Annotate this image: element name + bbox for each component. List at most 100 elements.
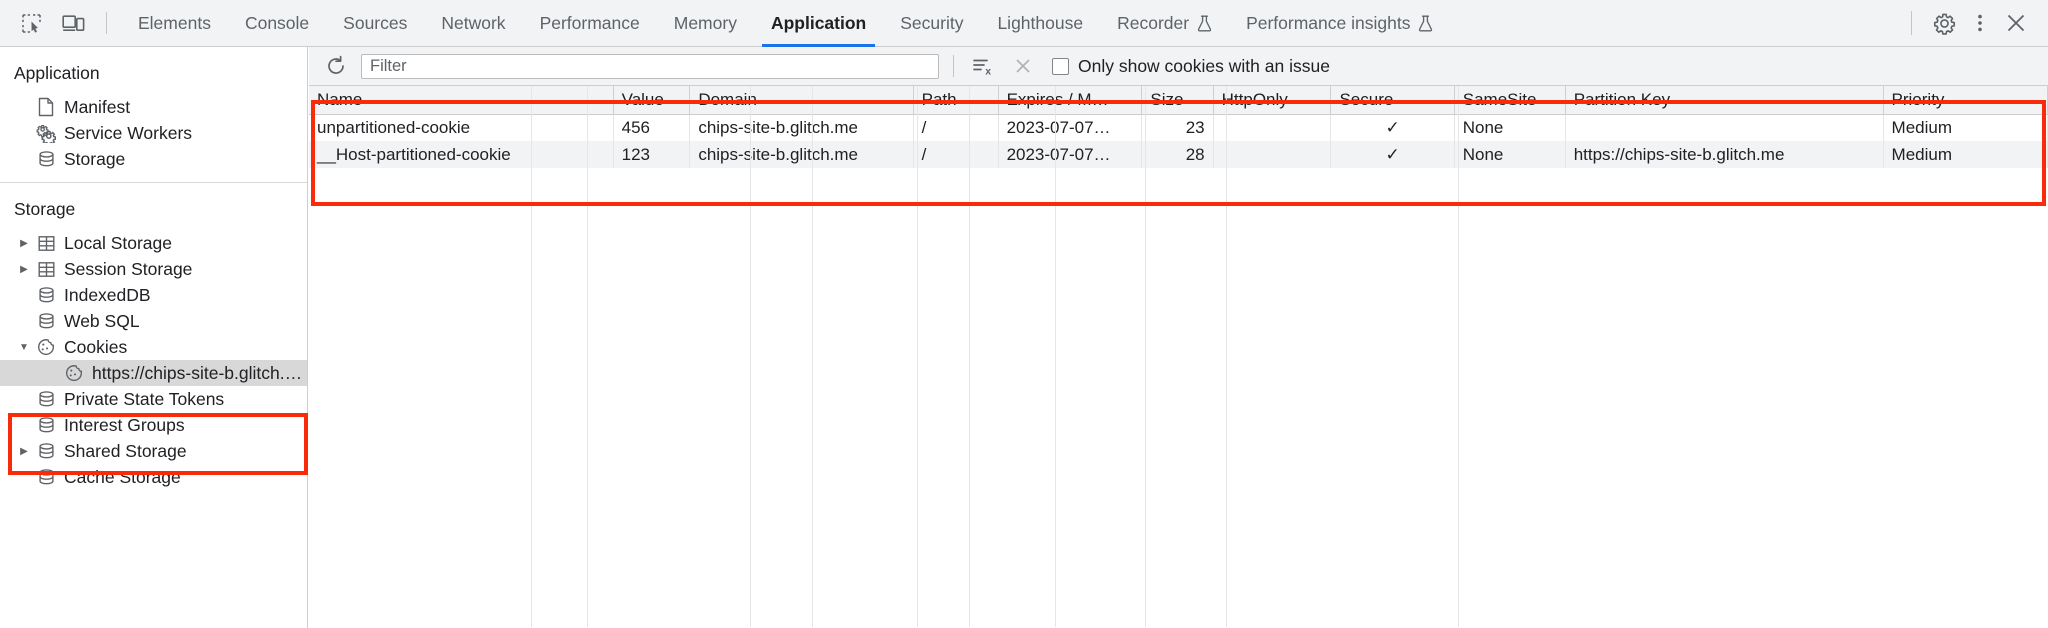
tab-performance-insights[interactable]: Performance insights [1229, 0, 1450, 47]
sidebar-item-interest-groups[interactable]: ▶Interest Groups [0, 412, 307, 438]
device-toolbar-icon[interactable] [56, 8, 90, 38]
cookie-cell-samesite[interactable]: None [1454, 141, 1566, 168]
sidebar-item-indexeddb[interactable]: ▶IndexedDB [0, 282, 307, 308]
cookie-cell-domain[interactable]: chips-site-b.glitch.me [689, 114, 914, 141]
tab-lighthouse[interactable]: Lighthouse [980, 0, 1100, 47]
tab-memory[interactable]: Memory [657, 0, 754, 47]
sidebar-item-label: Cookies [64, 336, 128, 357]
cookie-cell-size[interactable]: 23 [1141, 114, 1214, 141]
column-header-priority[interactable]: Priority [1883, 86, 2048, 115]
sidebar-divider [0, 182, 307, 183]
only-show-issue-cookies-toggle[interactable]: Only show cookies with an issue [1052, 56, 1330, 77]
tab-label: Performance insights [1246, 12, 1411, 33]
sidebar-item-label: Service Workers [64, 122, 193, 143]
tab-security[interactable]: Security [883, 0, 980, 47]
cookies-filter-toolbar: x Only show cookies with an issue [309, 47, 2048, 86]
tab-label: Performance [539, 12, 640, 33]
cookie-cell-samesite[interactable]: None [1454, 114, 1566, 141]
sidebar-item-local-storage[interactable]: ▶Local Storage [0, 230, 307, 256]
tab-performance[interactable]: Performance [523, 0, 657, 47]
column-header-domain[interactable]: Domain [689, 86, 914, 115]
sidebar-item-manifest[interactable]: ▶Manifest [0, 94, 307, 120]
database-icon [34, 312, 58, 331]
sidebar-item-label: Web SQL [64, 310, 140, 331]
inspect-element-icon[interactable] [14, 8, 48, 38]
close-icon[interactable] [1998, 7, 2034, 39]
sidebar-item-web-sql[interactable]: ▶Web SQL [0, 308, 307, 334]
tab-recorder[interactable]: Recorder [1100, 0, 1229, 47]
sidebar-item-https-chips-site-b-glitch-me[interactable]: ▶https://chips-site-b.glitch.me [0, 360, 307, 386]
tab-network[interactable]: Network [424, 0, 522, 47]
cookie-cell-path[interactable]: / [913, 114, 999, 141]
cookie-cell-partition_key[interactable]: https://chips-site-b.glitch.me [1565, 141, 1884, 168]
column-header-name[interactable]: Name [309, 86, 614, 115]
column-header-httponly[interactable]: HttpOnly [1213, 86, 1332, 115]
cookie-cell-partition_key[interactable] [1565, 114, 1884, 141]
triangle-right-icon[interactable]: ▶ [20, 263, 28, 275]
tab-application[interactable]: Application [754, 0, 883, 47]
sidebar-item-cache-storage[interactable]: ▶Cache Storage [0, 464, 307, 490]
column-header-samesite[interactable]: SameSite [1454, 86, 1566, 115]
only-show-issue-cookies-checkbox[interactable] [1052, 57, 1069, 75]
cookie-cell-value[interactable]: 456 [613, 114, 691, 141]
toolbar-right-divider [1911, 11, 1912, 35]
delete-selected-cookie-icon[interactable] [1008, 53, 1038, 79]
sidebar-item-service-workers[interactable]: ▶Service Workers [0, 120, 307, 146]
cookie-cell-domain[interactable]: chips-site-b.glitch.me [689, 141, 914, 168]
sidebar-item-cookies[interactable]: ▼ Cookies [0, 334, 307, 360]
column-header-path[interactable]: Path [913, 86, 999, 115]
cookie-cell-priority[interactable]: Medium [1883, 114, 2048, 141]
cookie-cell-size[interactable]: 28 [1141, 141, 1214, 168]
svg-text:x: x [985, 66, 991, 77]
database-icon [34, 442, 58, 461]
filter-toolbar-divider [953, 55, 954, 77]
cookie-cell-path[interactable]: / [913, 141, 999, 168]
cookie-cell-name[interactable]: __Host-partitioned-cookie [309, 141, 614, 168]
database-icon [34, 286, 58, 305]
document-icon [34, 97, 58, 117]
cookie-cell-httponly[interactable] [1213, 141, 1332, 168]
column-header-secure[interactable]: Secure [1330, 86, 1455, 115]
sidebar-item-label: Shared Storage [64, 440, 187, 461]
database-icon [34, 150, 58, 169]
sidebar-item-session-storage[interactable]: ▶Session Storage [0, 256, 307, 282]
triangle-right-icon[interactable]: ▶ [20, 237, 28, 249]
cookie-icon [34, 337, 58, 357]
more-vertical-icon[interactable] [1962, 7, 1998, 39]
triangle-right-icon[interactable]: ▶ [20, 445, 28, 457]
sidebar-item-label: https://chips-site-b.glitch.me [92, 362, 307, 383]
cookie-cell-secure[interactable]: ✓ [1330, 114, 1455, 141]
sidebar-item-private-state-tokens[interactable]: ▶Private State Tokens [0, 386, 307, 412]
experimental-flask-icon [1418, 15, 1433, 32]
cookie-cell-secure[interactable]: ✓ [1330, 141, 1455, 168]
sidebar-item-shared-storage[interactable]: ▶ Shared Storage [0, 438, 307, 464]
cookie-cell-expires[interactable]: 2023-07-07… [998, 114, 1143, 141]
cookie-cell-name[interactable]: unpartitioned-cookie [309, 114, 614, 141]
cookie-cell-value[interactable]: 123 [613, 141, 691, 168]
cookies-panel: x Only show cookies with an issue NameVa… [309, 47, 2048, 628]
cookie-cell-httponly[interactable] [1213, 114, 1332, 141]
filter-input[interactable] [361, 53, 939, 79]
clear-all-cookies-icon[interactable]: x [968, 53, 998, 79]
tab-label: Recorder [1117, 12, 1190, 33]
sidebar-item-storage[interactable]: ▶Storage [0, 146, 307, 172]
refresh-icon[interactable] [321, 53, 351, 79]
gear-icon[interactable] [1926, 7, 1962, 39]
triangle-down-icon[interactable]: ▼ [19, 341, 29, 353]
column-header-size[interactable]: Size [1141, 86, 1214, 115]
cookie-cell-priority[interactable]: Medium [1883, 141, 2048, 168]
sidebar-item-label: Interest Groups [64, 414, 185, 435]
tab-console[interactable]: Console [228, 0, 326, 47]
cookie-cell-expires[interactable]: 2023-07-07… [998, 141, 1143, 168]
column-header-expires[interactable]: Expires / M… [998, 86, 1143, 115]
sidebar-group-title-storage: Storage [14, 199, 76, 219]
column-header-partition_key[interactable]: Partition Key [1565, 86, 1884, 115]
tab-label: Lighthouse [997, 12, 1084, 33]
tab-sources[interactable]: Sources [326, 0, 424, 47]
column-header-value[interactable]: Value [613, 86, 691, 115]
tab-elements[interactable]: Elements [121, 0, 228, 47]
